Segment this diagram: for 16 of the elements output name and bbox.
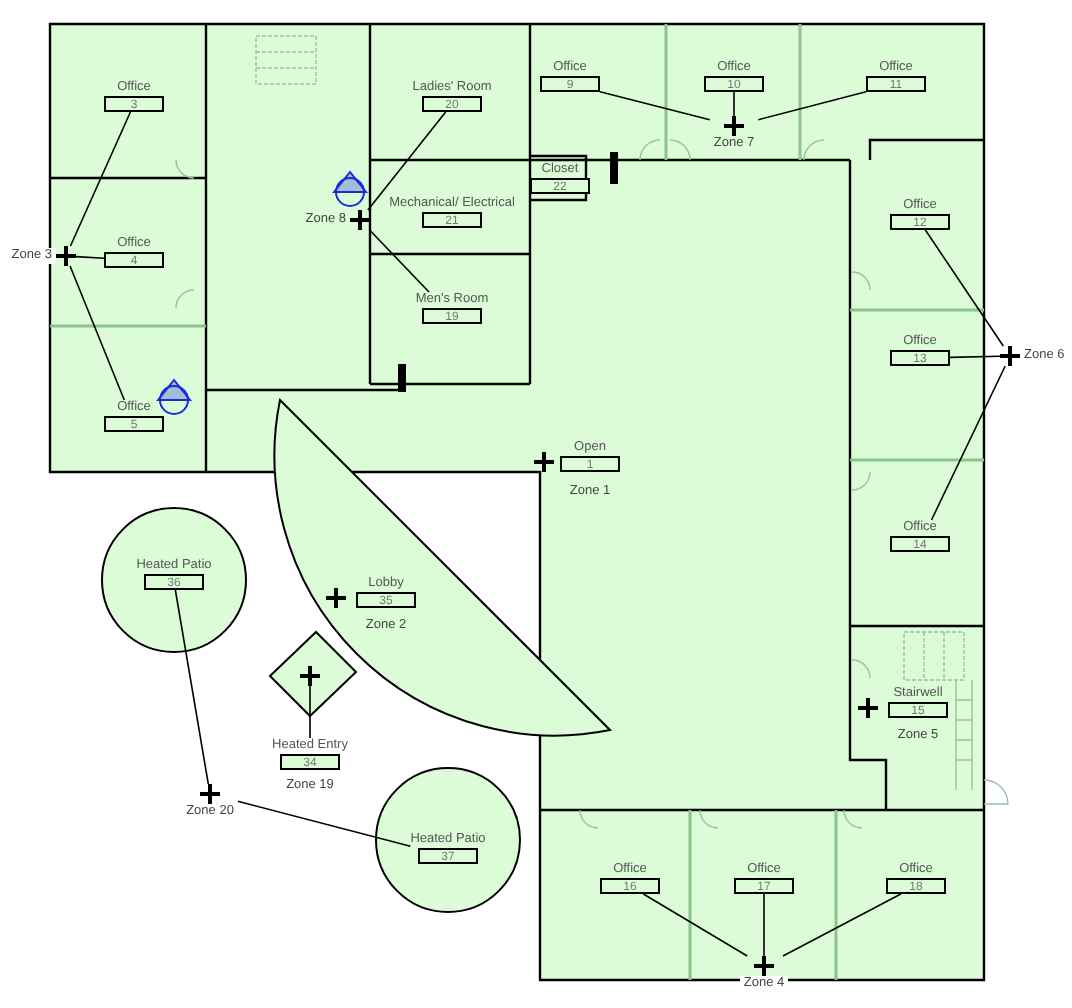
zone-link-line	[237, 800, 412, 847]
zone-link-line	[924, 229, 1005, 347]
zone-link-line	[368, 229, 430, 293]
zone-link-line	[69, 265, 126, 401]
zone-link-line	[949, 355, 1001, 359]
zone-link-line	[757, 91, 867, 121]
zone-link-line	[69, 111, 132, 247]
zone-link-line	[599, 90, 711, 121]
zone-link-line	[782, 893, 902, 957]
zone-link-line	[642, 893, 749, 957]
zone-link-line	[75, 255, 105, 260]
zone-link-line	[733, 91, 735, 117]
zone-link-line	[930, 365, 1006, 521]
zone-link-line	[174, 589, 210, 785]
zone-link-line	[763, 893, 765, 957]
zone-link-line	[367, 111, 447, 211]
